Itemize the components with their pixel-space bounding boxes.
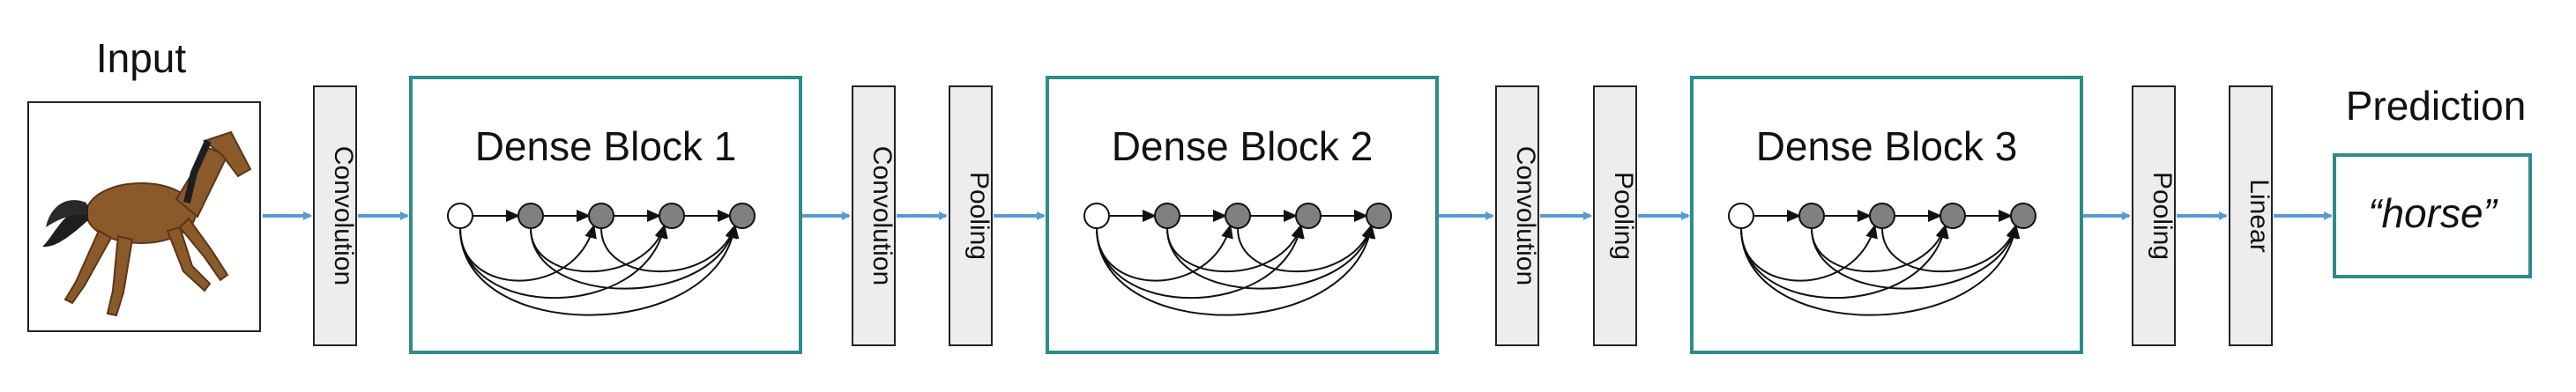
prediction-value: “horse” — [2368, 190, 2498, 236]
layer-convolution-3: Convolution — [1495, 85, 1540, 346]
skip-connection — [1811, 224, 2020, 290]
skip-connection — [1740, 224, 1949, 300]
skip-connection — [1740, 224, 1878, 282]
layer-node — [1295, 203, 1322, 229]
dense-block-3-title: Dense Block 3 — [1756, 123, 2018, 169]
skip-connection — [1237, 224, 1374, 273]
dense-block-1-title: Dense Block 1 — [475, 123, 737, 169]
svg-text:Convolution: Convolution — [867, 146, 897, 285]
dense-block-3: Dense Block 3 — [1690, 76, 2083, 354]
layer-node — [1798, 203, 1825, 229]
svg-text:Pooling: Pooling — [1609, 172, 1638, 260]
skip-connection — [1740, 224, 2021, 316]
input-node — [1728, 203, 1754, 229]
layer-node — [1225, 203, 1251, 229]
prediction-box — [2333, 153, 2532, 278]
layer-convolution-1: Convolution — [313, 85, 358, 346]
input-node — [1083, 203, 1110, 229]
dense-block-2-title: Dense Block 2 — [1112, 123, 1374, 169]
skip-connection — [530, 224, 739, 290]
layer-node — [659, 203, 685, 229]
layer-convolution-2: Convolution — [852, 85, 897, 346]
skip-connection — [1096, 224, 1305, 300]
svg-text:Pooling: Pooling — [2148, 172, 2177, 260]
svg-text:Linear: Linear — [2245, 179, 2274, 252]
layer-node — [1154, 203, 1180, 229]
layer-node — [1366, 203, 1392, 229]
skip-connection — [459, 224, 597, 282]
layer-node — [729, 203, 756, 229]
svg-text:Convolution: Convolution — [1511, 146, 1540, 285]
skip-connection — [459, 224, 740, 316]
skip-connection — [600, 224, 738, 273]
skip-connection — [1096, 224, 1233, 282]
skip-connection — [530, 224, 667, 273]
skip-connection — [1881, 224, 2019, 273]
layer-node — [2010, 203, 2036, 229]
skip-connection — [1166, 224, 1304, 273]
layer-node — [1869, 203, 1895, 229]
skip-connection — [459, 224, 668, 300]
skip-connection — [1166, 224, 1375, 290]
horse-image — [27, 101, 261, 332]
layer-node — [1939, 203, 1966, 229]
svg-text:Pooling: Pooling — [964, 172, 994, 260]
dense-block-1: Dense Block 1 — [409, 76, 802, 354]
prediction-label: Prediction — [2346, 83, 2527, 129]
dense-block-2-nodes — [1083, 203, 1392, 316]
layer-pooling-3: Pooling — [1593, 85, 1638, 346]
dense-block-3-nodes — [1728, 203, 2036, 316]
layer-pooling-4: Pooling — [2132, 85, 2177, 346]
dense-block-1-nodes — [447, 203, 756, 316]
input-label: Input — [96, 35, 187, 81]
input-node — [447, 203, 473, 229]
layer-node — [517, 203, 544, 229]
dense-block-2: Dense Block 2 — [1046, 76, 1439, 354]
svg-text:Convolution: Convolution — [329, 146, 358, 285]
layer-pooling-2: Pooling — [949, 85, 994, 346]
layer-linear: Linear — [2229, 85, 2274, 346]
layer-node — [588, 203, 614, 229]
skip-connection — [1096, 224, 1376, 316]
skip-connection — [1811, 224, 1948, 273]
